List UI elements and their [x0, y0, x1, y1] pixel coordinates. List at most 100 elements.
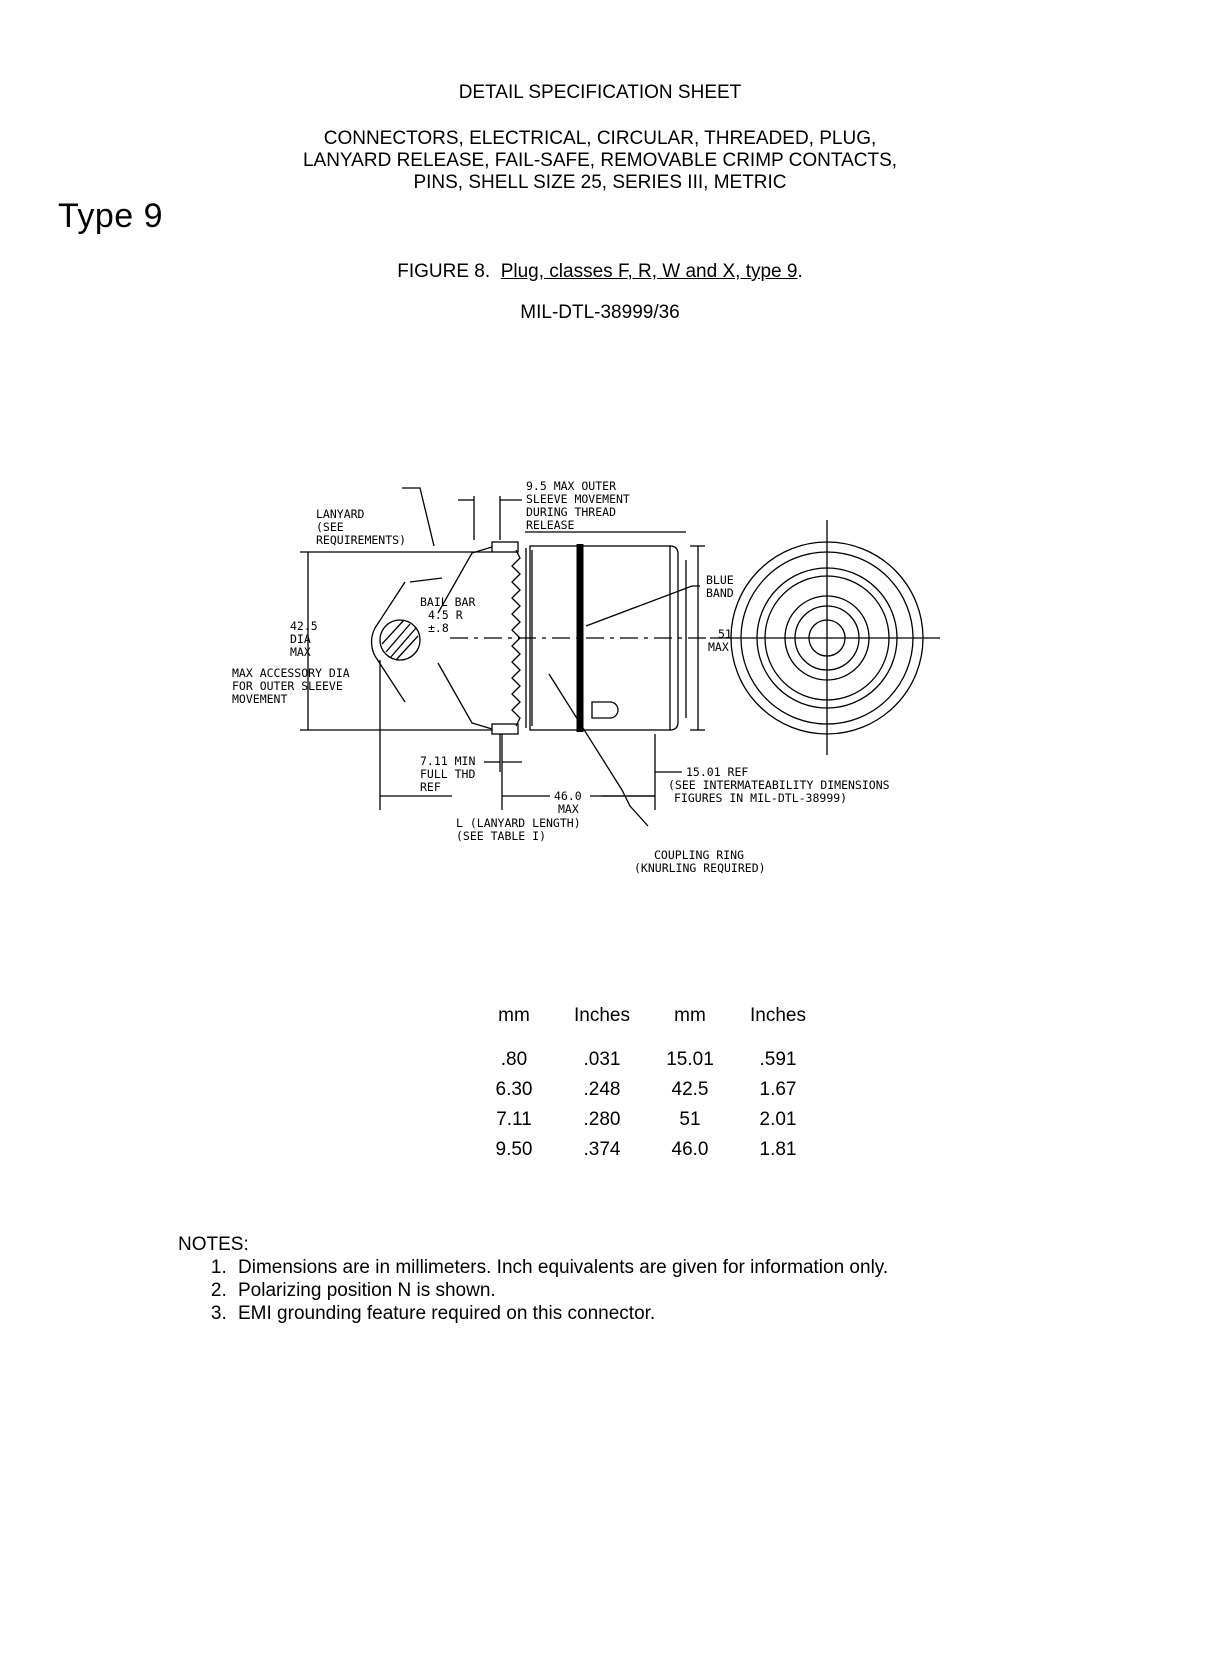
- svg-text:(KNURLING REQUIRED): (KNURLING REQUIRED): [634, 861, 766, 875]
- note-item: Polarizing position N is shown.: [232, 1279, 888, 1302]
- table-cell: 1.67: [759, 1079, 797, 1100]
- lanyard-top-block: [491, 541, 519, 553]
- svg-text:51: 51: [718, 627, 732, 641]
- table-cell: .374: [583, 1139, 621, 1160]
- subtitle-line-1: CONNECTORS, ELECTRICAL, CIRCULAR, THREAD…: [323, 128, 877, 149]
- svg-text:9.5 MAX OUTER: 9.5 MAX OUTER: [526, 479, 616, 493]
- bail-bar-label-3: ±.8: [428, 621, 449, 635]
- notes-list: Dimensions are in millimeters. Inch equi…: [178, 1256, 888, 1325]
- thd-label-1: 7.11 MIN: [420, 754, 475, 768]
- svg-text:SLEEVE MOVEMENT: SLEEVE MOVEMENT: [526, 492, 630, 506]
- spec-number: MIL-DTL-38999/36: [520, 302, 680, 323]
- figure-caption: FIGURE 8. Plug, classes F, R, W and X, t…: [0, 261, 1200, 283]
- coupling-ring-label-1: COUPLING RING: [654, 848, 744, 862]
- svg-text:MAX: MAX: [558, 802, 579, 816]
- svg-text:COUPLING RING: COUPLING RING: [654, 848, 744, 862]
- max51-label-2: MAX: [708, 640, 729, 654]
- blue-band-label-1: BLUE: [706, 573, 734, 587]
- thd-label-3: REF: [420, 780, 441, 794]
- hatch-1: [385, 623, 411, 653]
- table-cell: 1.81: [759, 1139, 797, 1160]
- table-cell: .031: [583, 1049, 621, 1070]
- accessory-label-3: MOVEMENT: [232, 692, 287, 706]
- bail-leader: [409, 577, 443, 583]
- svg-text:4.5 R: 4.5 R: [428, 608, 463, 622]
- note-item: EMI grounding feature required on this c…: [232, 1302, 888, 1325]
- outer-sleeve-label-4: RELEASE: [526, 518, 575, 532]
- type-label: Type 9: [58, 197, 164, 235]
- drawing-annotations: 9.5 MAX OUTER SLEEVE MOVEMENT DURING THR…: [232, 479, 890, 875]
- table-cell: 15.01: [666, 1049, 714, 1070]
- thd-label-2: FULL THD: [420, 767, 475, 781]
- ref15-label-1: 15.01 REF: [686, 765, 748, 779]
- bail-bar-arc: [370, 581, 406, 703]
- ref15-label-3: FIGURES IN MIL-DTL-38999): [674, 791, 847, 805]
- svg-text:REF: REF: [420, 780, 441, 794]
- svg-text:FOR OUTER SLEEVE: FOR OUTER SLEEVE: [232, 679, 343, 693]
- max51-label-1: 51: [718, 627, 732, 641]
- table-cell: .80: [500, 1049, 528, 1070]
- blue-band-leader: [585, 585, 700, 627]
- dia-label-3: MAX: [290, 645, 311, 659]
- svg-text:MAX ACCESSORY DIA: MAX ACCESSORY DIA: [232, 666, 350, 680]
- col-header: mm: [498, 1005, 530, 1026]
- notes-heading: NOTES:: [178, 1234, 249, 1255]
- svg-text:BAIL BAR: BAIL BAR: [420, 595, 475, 609]
- len46-label-2: MAX: [558, 802, 579, 816]
- svg-text:(SEE TABLE I): (SEE TABLE I): [456, 829, 546, 843]
- svg-text:FIGURES IN MIL-DTL-38999): FIGURES IN MIL-DTL-38999): [674, 791, 847, 805]
- svg-text:MAX: MAX: [708, 640, 729, 654]
- lanyard-leader: [402, 487, 435, 547]
- hatch-4: [395, 635, 419, 661]
- accessory-label-2: FOR OUTER SLEEVE: [232, 679, 343, 693]
- svg-text:LANYARD: LANYARD: [316, 507, 365, 521]
- svg-text:L (LANYARD LENGTH): L (LANYARD LENGTH): [456, 816, 581, 830]
- svg-text:±.8: ±.8: [428, 621, 449, 635]
- table-row: 9.50 .374 46.0 1.81: [470, 1135, 822, 1165]
- table-cell: .248: [583, 1079, 621, 1100]
- accessory-label-1: MAX ACCESSORY DIA: [232, 666, 350, 680]
- ref15-label-2: (SEE INTERMATEABILITY DIMENSIONS: [668, 778, 890, 792]
- dia-label-2: DIA: [290, 632, 311, 646]
- table-cell: 51: [679, 1109, 701, 1130]
- blue-band-label-2: BAND: [706, 586, 734, 600]
- svg-text:7.11 MIN: 7.11 MIN: [420, 754, 475, 768]
- bail-bar-label-2: 4.5 R: [428, 608, 463, 622]
- table-row: 6.30 .248 42.5 1.67: [470, 1075, 822, 1105]
- col-header: Inches: [574, 1005, 630, 1026]
- svg-text:BLUE: BLUE: [706, 573, 734, 587]
- svg-text:(SEE: (SEE: [316, 520, 344, 534]
- conversion-table: mm Inches mm Inches .80 .031 15.01 .591 …: [470, 1005, 822, 1165]
- lanyard-bottom-block: [491, 723, 519, 735]
- notes-section: NOTES: Dimensions are in millimeters. In…: [178, 1233, 888, 1325]
- svg-text:46.0: 46.0: [554, 789, 582, 803]
- lanyard-arms: [437, 546, 493, 730]
- figure-trailing: .: [797, 261, 803, 282]
- svg-text:DIA: DIA: [290, 632, 311, 646]
- table-header-row: mm Inches mm Inches: [470, 1005, 822, 1045]
- outer-sleeve-label-1: 9.5 MAX OUTER: [526, 479, 616, 493]
- svg-text:MOVEMENT: MOVEMENT: [232, 692, 287, 706]
- svg-text:REQUIREMENTS): REQUIREMENTS): [316, 533, 406, 547]
- outer-sleeve-label-3: DURING THREAD: [526, 505, 616, 519]
- svg-text:15.01 REF: 15.01 REF: [686, 765, 748, 779]
- table-row: .80 .031 15.01 .591: [470, 1045, 822, 1075]
- table-cell: .591: [759, 1049, 797, 1070]
- bail-bar-circle: [379, 619, 421, 661]
- svg-text:DURING THREAD: DURING THREAD: [526, 505, 616, 519]
- coupling-ring-leader: [548, 673, 649, 827]
- lanyard-label-3: REQUIREMENTS): [316, 533, 406, 547]
- connector-drawing: 9.5 MAX OUTER SLEEVE MOVEMENT DURING THR…: [232, 479, 940, 875]
- subtitle-line-3: PINS, SHELL SIZE 25, SERIES III, METRIC: [413, 172, 787, 193]
- sheet-title: DETAIL SPECIFICATION SHEET: [458, 82, 742, 103]
- polarizing-key: [591, 701, 619, 719]
- note-item: Dimensions are in millimeters. Inch equi…: [232, 1256, 888, 1279]
- hatch-3: [381, 619, 405, 645]
- lanyard-length-label-1: L (LANYARD LENGTH): [456, 816, 581, 830]
- table-cell: 7.11: [496, 1109, 532, 1130]
- figure-title: Plug, classes F, R, W and X, type 9: [500, 261, 798, 282]
- coupling-ring-label-2: (KNURLING REQUIRED): [634, 861, 766, 875]
- svg-text:BAND: BAND: [706, 586, 734, 600]
- svg-text:42.5: 42.5: [290, 619, 318, 633]
